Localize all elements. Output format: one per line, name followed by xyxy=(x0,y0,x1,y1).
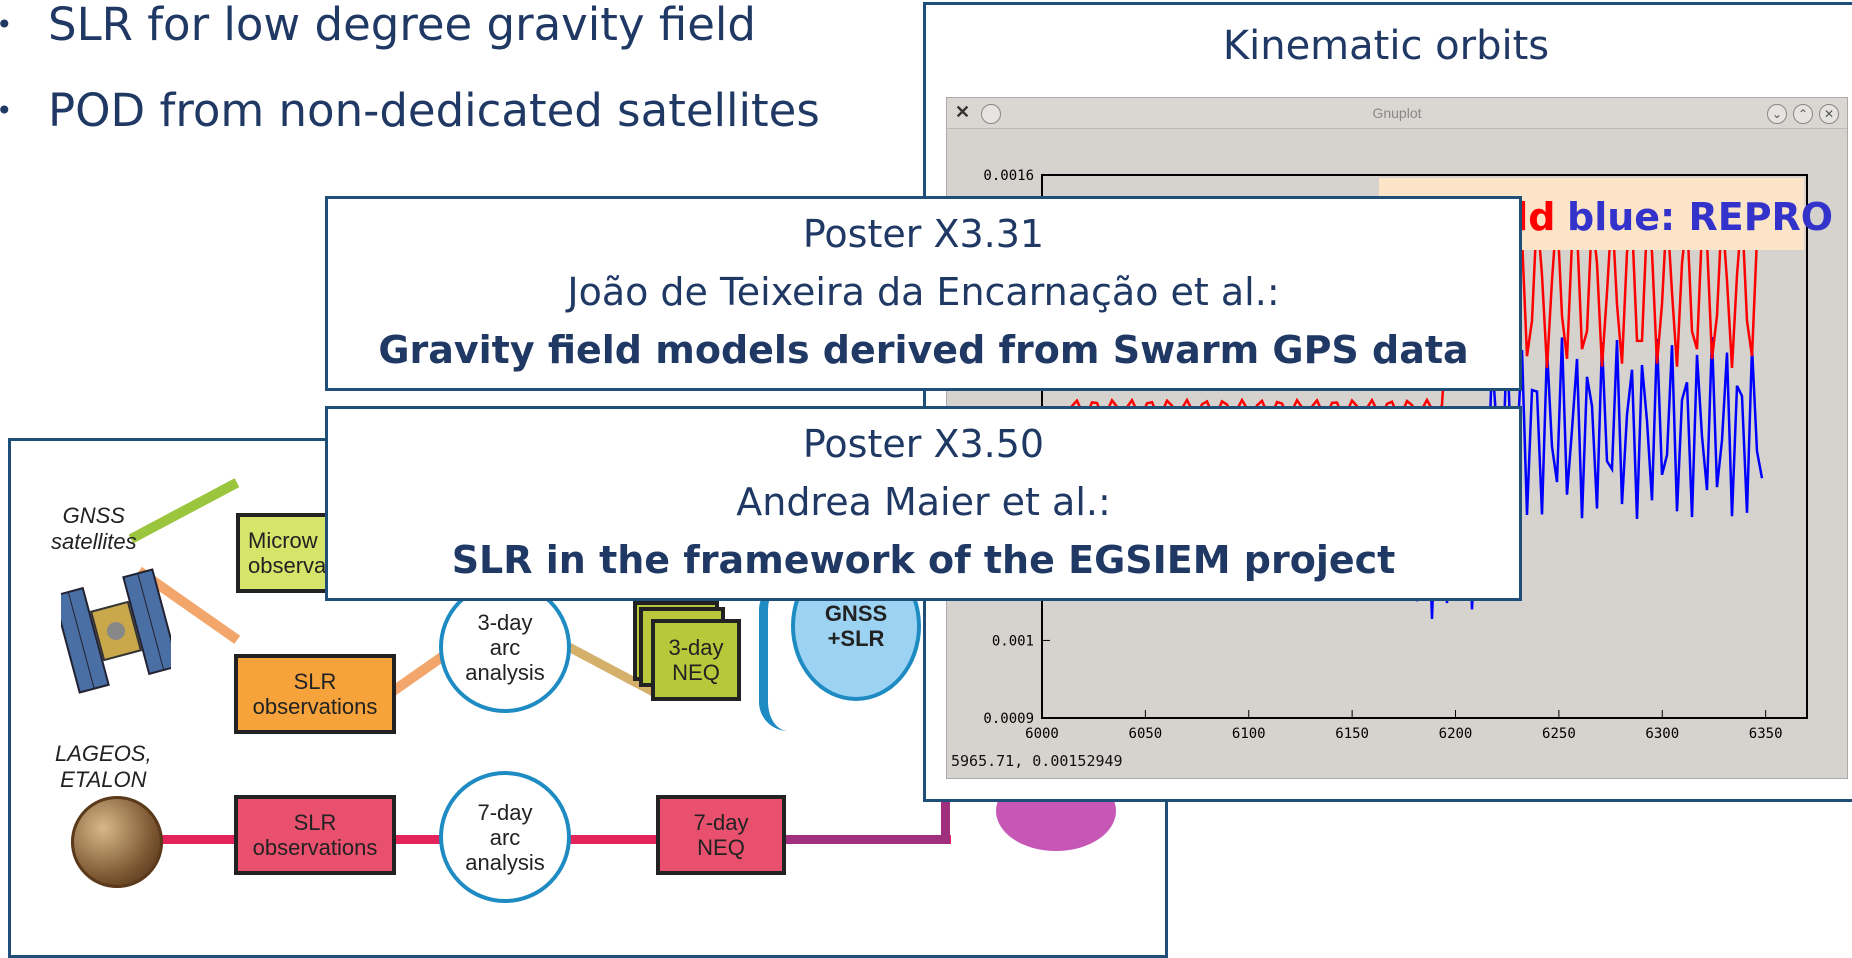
x-tick-label: 6050 xyxy=(1129,726,1163,742)
arc3-analysis-circle: 3-day arc analysis xyxy=(439,581,571,713)
poster-number: Poster X3.50 xyxy=(802,422,1045,466)
slr-observations-box-2: SLR observations xyxy=(234,795,396,875)
panel-title: Kinematic orbits xyxy=(1222,23,1550,69)
bullet-text: SLR for low degree gravity field xyxy=(48,0,756,51)
gnss-slr-label: GNSS +SLR xyxy=(824,601,888,651)
bullet-dot: • xyxy=(0,94,13,127)
neq7-link xyxy=(786,835,946,844)
lageos-image xyxy=(71,796,163,888)
x-tick-label: 6350 xyxy=(1749,726,1783,742)
poster-title: SLR in the framework of the EGSIEM proje… xyxy=(451,538,1396,582)
pin-icon[interactable] xyxy=(981,104,1001,124)
gnss-satellite-image xyxy=(52,561,180,701)
microwave-line xyxy=(128,478,240,544)
arc7-analysis-circle: 7-day arc analysis xyxy=(439,771,571,903)
poster-callout-1: Poster X3.31 João de Teixeira da Encarna… xyxy=(325,196,1522,391)
kinematic-orbits-panel: Kinematic orbits ✕ Gnuplot ⌄ ⌃ ✕ 6000 605… xyxy=(923,2,1852,802)
y-tick-label: 0.0009 xyxy=(983,711,1034,727)
slr-observations-box-1: SLR observations xyxy=(234,654,396,734)
x-tick-label: 6100 xyxy=(1232,726,1266,742)
poster-authors: Andrea Maier et al.: xyxy=(736,480,1111,524)
x-tick-label: 6200 xyxy=(1439,726,1473,742)
lageos-etalon-label: LAGEOS, ETALON xyxy=(55,741,152,792)
poster-authors: João de Teixeira da Encarnação et al.: xyxy=(567,270,1280,314)
neq7-link-up xyxy=(941,791,950,844)
bullet-text: POD from non-dedicated satellites xyxy=(48,84,820,137)
poster-number: Poster X3.31 xyxy=(802,212,1045,256)
maximize-icon[interactable]: ⌃ xyxy=(1793,104,1813,124)
neq7-box: 7-day NEQ xyxy=(656,795,786,875)
blue-arc xyxy=(759,581,788,731)
window-title: Gnuplot xyxy=(1372,105,1422,121)
window-titlebar: ✕ Gnuplot ⌄ ⌃ ✕ xyxy=(947,98,1847,129)
poster-title: Gravity field models derived from Swarm … xyxy=(378,328,1469,372)
cursor-readout: 5965.71, 0.00152949 xyxy=(951,752,1123,770)
y-tick-label: 0.0016 xyxy=(983,168,1034,184)
neq3-box: 3-day NEQ xyxy=(651,619,741,701)
y-tick-label: 0.001 xyxy=(992,633,1034,649)
minimize-icon[interactable]: ⌄ xyxy=(1767,104,1787,124)
poster-callout-2: Poster X3.50 Andrea Maier et al.: SLR in… xyxy=(325,406,1522,601)
close-icon[interactable]: ✕ xyxy=(1819,104,1839,124)
close-x-icon[interactable]: ✕ xyxy=(955,102,971,122)
legend-repro: blue: REPRO xyxy=(1567,195,1833,239)
x-tick-label: 6150 xyxy=(1335,726,1369,742)
bullet-dot: • xyxy=(0,8,13,41)
x-tick-label: 6000 xyxy=(1025,726,1059,742)
x-tick-label: 6250 xyxy=(1542,726,1576,742)
x-tick-label: 6300 xyxy=(1645,726,1679,742)
gnss-satellites-label: GNSS satellites xyxy=(51,503,137,554)
